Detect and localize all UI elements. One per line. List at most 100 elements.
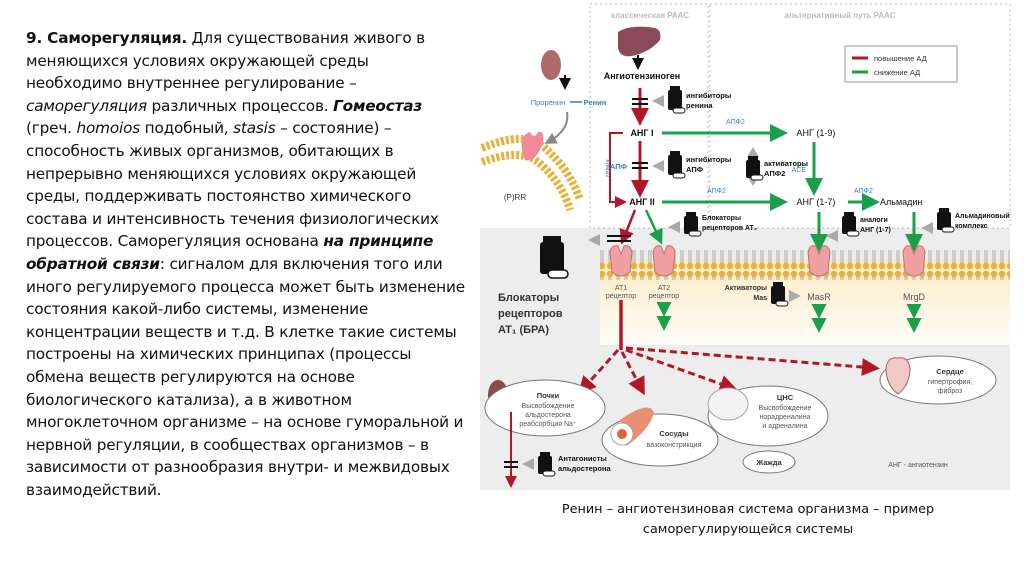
downstream-green-arrows [656, 302, 922, 333]
at2-receptor-label-2: рецептор [649, 293, 679, 300]
aldosterone-antagonist-drug-icon [538, 452, 556, 477]
cns-effect-line-1: Высвобождение [759, 404, 812, 412]
chymase-label: химаз [604, 159, 611, 177]
text-span: : сигналом для включения того или иного … [26, 254, 465, 499]
legend-label-increase: повышение АД [874, 54, 927, 63]
prr-receptor-icon [521, 131, 544, 161]
arb-label-1: Блокаторы [498, 292, 559, 304]
cns-effect-title: ЦНС [777, 393, 794, 402]
arb-drug-icon [540, 236, 569, 279]
prr-membrane [480, 135, 584, 202]
at1-receptor-icon [609, 245, 633, 277]
ang2-label: АНГ II [629, 197, 655, 207]
at1-receptor-label-1: AT1 [615, 285, 627, 292]
greek-term: stasis [233, 119, 276, 138]
raas-diagram: классическая РААС альтернативный путь РА… [470, 0, 1024, 500]
mas-activators-label-2: Mas [753, 295, 767, 302]
almadin-complex-label-1: Альмадиновый [955, 212, 1010, 220]
legend: повышение АД снижение АД [844, 45, 958, 83]
at2-receptor-icon [652, 245, 676, 277]
almadin-label: Альмадин [880, 197, 922, 207]
section-title: 9. Саморегуляция. [26, 29, 187, 47]
at1-receptor-label-2: рецептор [606, 293, 636, 300]
ace-inhibitors-label-2: АПФ [686, 165, 704, 174]
ang17-analogs-label-1: аналоги [860, 217, 888, 224]
ang17-label: АНГ (1-7) [797, 197, 836, 207]
kidney-effect-line-1: Высвобождение [522, 402, 575, 410]
thirst-effect-box [742, 450, 796, 474]
mas-activator-drug-icon [771, 282, 789, 307]
ace2-label-top: АПФ2 [726, 119, 745, 126]
kidney-effect-title: Почки [537, 391, 560, 400]
italic-term: саморегуляция [26, 96, 147, 115]
kidney-effect-line-3: реабсорбция Na⁺ [519, 420, 577, 428]
ace-inhibitor-drug-icon [668, 151, 686, 179]
almadin-complex-drug-icon [937, 208, 955, 233]
ang17-analog-drug-icon [842, 212, 860, 237]
section-alt-label: альтернативный путь РААС [784, 11, 895, 20]
caption-line-2: саморегулирующейся системы [642, 522, 854, 537]
text-span: (греч. [26, 119, 77, 138]
mas-activators-label-1: Активаторы [725, 285, 767, 292]
at2-blockers-label-1: Блокаторы [702, 215, 741, 222]
ace2-activators-label-2: АПФ2 [764, 169, 785, 178]
diagram-caption: Ренин – ангиотензиновая система организм… [548, 500, 948, 540]
renin-inhibitors-label-2: ренина [686, 101, 713, 110]
at2-blockers-label-2: рецепторов AT₂ [702, 225, 757, 232]
renin-inhibitor-drug-icon [668, 86, 686, 114]
heart-effect-title: Сердце [936, 367, 964, 376]
ang1-label: АНГ I [630, 128, 653, 138]
arb-label-3: AT₁ (БРА) [498, 324, 549, 336]
prr-label: (P)RR [504, 193, 526, 202]
vessels-effect-title: Сосуды [659, 429, 688, 438]
brain-icon [707, 387, 749, 421]
kidney-effect-box [484, 379, 606, 437]
alt-raas-box [709, 3, 1011, 229]
ang17-analogs-label-2: АНГ (1-7) [860, 227, 891, 234]
renin-inhibitors-label-1: ингибиторы [686, 91, 731, 100]
at2-receptor-label-1: AT2 [658, 285, 670, 292]
section-classic-label: классическая РААС [611, 11, 689, 20]
text-span: подобный, [140, 119, 234, 138]
cns-effect-line-2: норадреналина [760, 414, 811, 421]
kidney-icon [541, 50, 561, 80]
almadin-complex-label-2: комплекс [955, 223, 988, 230]
vessels-effect-line-1: вазоконстрикция [647, 442, 702, 449]
ace2-activator-drug-icon [746, 156, 764, 181]
mrgd-label: MrgD [903, 292, 925, 302]
thirst-label: Жажда [755, 458, 782, 467]
angiotensinogen-label: Ангиотензиноген [604, 71, 680, 81]
ace2-activators-label-1: активаторы [764, 159, 808, 168]
aldo-antagonists-label-1: Антагонисты [558, 454, 607, 463]
renin-label: Ренин [584, 98, 607, 107]
text-span: Для существования живого в меняющихся ус… [26, 29, 425, 93]
masr-label: MasR [807, 292, 831, 302]
kidney-effect-line-2: альдостерона [525, 412, 571, 419]
prorenin-label: Проренин [531, 98, 566, 107]
ace-inhibitors-label-1: ингибиторы [686, 155, 731, 164]
arb-label-2: рецепторов [498, 308, 563, 320]
text-block: 9. Саморегуляция. Для существования живо… [26, 27, 466, 501]
at1-effect-arrows [577, 346, 880, 396]
ace2-label-right: АПФ2 [854, 188, 873, 195]
term-homeostasis: Гомеостаз [333, 96, 423, 115]
ace-label: АПФ [610, 162, 628, 171]
at2-blocker-drug-icon [684, 212, 702, 237]
ace-en-label: ACE [792, 167, 807, 174]
heart-effect-line-1: гипертрофия, [928, 379, 972, 386]
abbrev-note: АНГ - ангиотензин [888, 462, 948, 469]
aldo-antagonists-label-2: альдостерона [558, 464, 611, 473]
ace2-label-mid: АПФ2 [707, 188, 726, 195]
greek-term: homoios [76, 119, 141, 138]
text-span: различных процессов. [146, 96, 334, 115]
legend-label-decrease: снижение АД [874, 68, 920, 77]
term-feedback: на принципе обратной связи [26, 232, 434, 273]
caption-line-1: Ренин – ангиотензиновая система организм… [561, 502, 935, 517]
heart-effect-line-2: фиброз [938, 387, 963, 395]
masr-receptor-icon [807, 245, 831, 277]
mrgd-receptor-icon [902, 245, 926, 277]
liver-icon [618, 26, 661, 57]
ang19-label: АНГ (1-9) [797, 128, 836, 138]
cns-effect-line-3: и адреналина [762, 423, 807, 430]
heart-icon [885, 357, 911, 395]
